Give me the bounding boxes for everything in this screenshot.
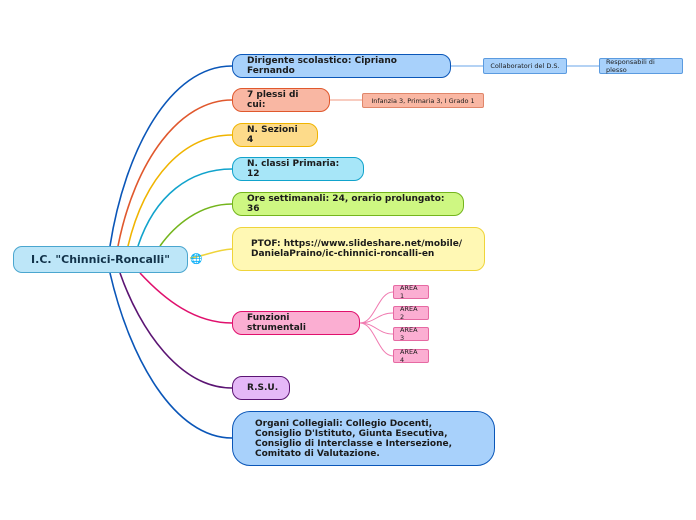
link-sezioni (127, 134, 233, 247)
branch-organi[interactable]: Organi Collegiali: Collegio Docenti, Con… (232, 411, 495, 466)
node-collaboratori[interactable]: Collaboratori del D.S. (483, 58, 567, 74)
node-label: AREA 4 (400, 348, 418, 364)
node-label: AREA 2 (400, 305, 418, 321)
link-area-2 (359, 312, 394, 324)
link-funzioni (139, 272, 233, 324)
node-label: Collaboratori del D.S. (490, 62, 560, 70)
link-area-4 (359, 322, 394, 357)
branch-label: Funzioni strumentali (247, 313, 306, 333)
node-responsabili[interactable]: Responsabili di plesso (599, 58, 683, 74)
node-area-2[interactable]: AREA 2 (393, 305, 429, 321)
link-dirigente (109, 65, 233, 247)
root-label: I.C. "Chinnici-Roncalli" (31, 253, 170, 266)
node-label: Responsabili di plesso (606, 58, 655, 74)
branch-label: N. classi Primaria: 12 (247, 159, 340, 179)
branch-label: Ore settimanali: 24, orario prolungato: … (247, 194, 445, 214)
link-plessi (117, 99, 233, 247)
branch-label: Organi Collegiali: Collegio Docenti, Con… (255, 418, 453, 459)
node-label: AREA 3 (400, 326, 418, 342)
link-organi (109, 272, 233, 439)
link-rsu (119, 272, 233, 389)
branch-rsu[interactable]: R.S.U. (232, 376, 290, 400)
node-label: Infanzia 3, Primaria 3, I Grado 1 (371, 96, 475, 105)
branch-dirigente[interactable]: Dirigente scolastico: Cipriano Fernando (232, 54, 451, 78)
branch-sezioni[interactable]: N. Sezioni 4 (232, 123, 318, 147)
branch-plessi[interactable]: 7 plessi di cui: (232, 88, 330, 112)
branch-label: N. Sezioni 4 (247, 125, 298, 145)
branch-ptof[interactable]: PTOF: https://www.slideshare.net/mobile/… (232, 227, 485, 271)
branch-label: 7 plessi di cui: (247, 90, 299, 110)
link-classi (137, 168, 233, 247)
link-ptof (189, 248, 233, 259)
branch-label: Dirigente scolastico: Cipriano Fernando (247, 56, 397, 76)
node-area-1[interactable]: AREA 1 (393, 284, 429, 300)
root-node[interactable]: I.C. "Chinnici-Roncalli" (13, 246, 188, 273)
branch-funzioni[interactable]: Funzioni strumentali (232, 311, 360, 335)
link-area-1 (359, 291, 394, 324)
branch-label: R.S.U. (247, 383, 279, 393)
node-area-4[interactable]: AREA 4 (393, 348, 429, 364)
branch-ore[interactable]: Ore settimanali: 24, orario prolungato: … (232, 192, 464, 216)
globe-icon[interactable]: 🌐 (190, 254, 203, 265)
link-ore (159, 203, 233, 247)
node-label: AREA 1 (400, 284, 418, 300)
branch-label: PTOF: https://www.slideshare.net/mobile/… (251, 239, 463, 259)
node-area-3[interactable]: AREA 3 (393, 326, 429, 342)
branch-classi[interactable]: N. classi Primaria: 12 (232, 157, 364, 181)
node-plessi-detail[interactable]: Infanzia 3, Primaria 3, I Grado 1 (362, 93, 484, 108)
